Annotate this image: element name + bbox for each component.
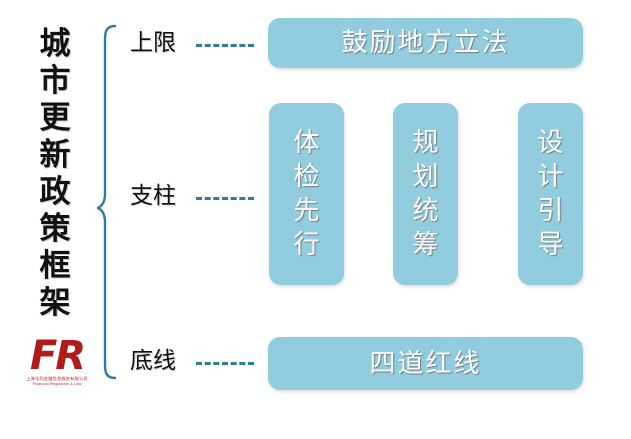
pillar-char: 行 <box>293 230 320 260</box>
pillar-char: 引 <box>537 196 564 226</box>
dashed-connector-upper-limit <box>196 44 254 47</box>
grouping-brace-icon <box>96 24 117 380</box>
tier-label-bottom-line: 底线 <box>130 348 176 374</box>
pillar-char: 先 <box>293 196 320 226</box>
upper-limit-box[interactable]: 鼓励地方立法 <box>268 18 583 68</box>
bottom-line-box[interactable]: 四道红线 <box>268 337 583 390</box>
pillar-char: 体 <box>293 128 320 158</box>
dashed-connector-bottom-line <box>196 362 254 365</box>
title-char: 城 <box>39 26 71 62</box>
title-char: 策 <box>39 211 71 247</box>
pillar-box-2[interactable]: 规 划 统 筹 <box>393 103 458 285</box>
company-logo: FR 上海法同金融信息服务有限公司 Financial Regulation &… <box>14 336 100 392</box>
pillar-char: 筹 <box>412 230 439 260</box>
pillar-box-3-label: 设 计 引 导 <box>537 126 563 262</box>
tier-label-pillars: 支柱 <box>130 183 176 209</box>
title-char: 框 <box>39 248 71 284</box>
title-char: 架 <box>39 285 71 321</box>
logo-subtitle-cn: 上海法同金融信息服务有限公司 <box>26 376 88 381</box>
pillar-box-1-label: 体 检 先 行 <box>293 126 319 262</box>
dashed-connector-pillars <box>196 197 254 200</box>
title-char: 市 <box>39 63 71 99</box>
title-char: 更 <box>39 100 71 136</box>
logo-subtitle-en: Financial Regulation & Law <box>32 382 82 386</box>
bottom-line-box-label: 四道红线 <box>369 348 482 379</box>
upper-limit-box-label: 鼓励地方立法 <box>341 28 510 58</box>
pillar-box-2-label: 规 划 统 筹 <box>412 126 438 262</box>
pillar-char: 计 <box>537 162 564 192</box>
pillar-char: 规 <box>412 128 439 158</box>
pillar-char: 划 <box>412 162 439 192</box>
pillar-char: 设 <box>537 128 564 158</box>
page-title: 城 市 更 新 政 策 框 架 <box>26 26 84 326</box>
pillar-box-1[interactable]: 体 检 先 行 <box>269 103 344 285</box>
pillar-char: 统 <box>412 196 439 226</box>
title-char: 政 <box>39 174 71 210</box>
pillar-char: 检 <box>293 162 320 192</box>
pillar-char: 导 <box>537 230 564 260</box>
title-char: 新 <box>39 137 71 173</box>
tier-label-upper-limit: 上限 <box>130 30 176 56</box>
logo-wordmark: FR <box>29 333 86 379</box>
pillar-box-3[interactable]: 设 计 引 导 <box>518 103 583 285</box>
